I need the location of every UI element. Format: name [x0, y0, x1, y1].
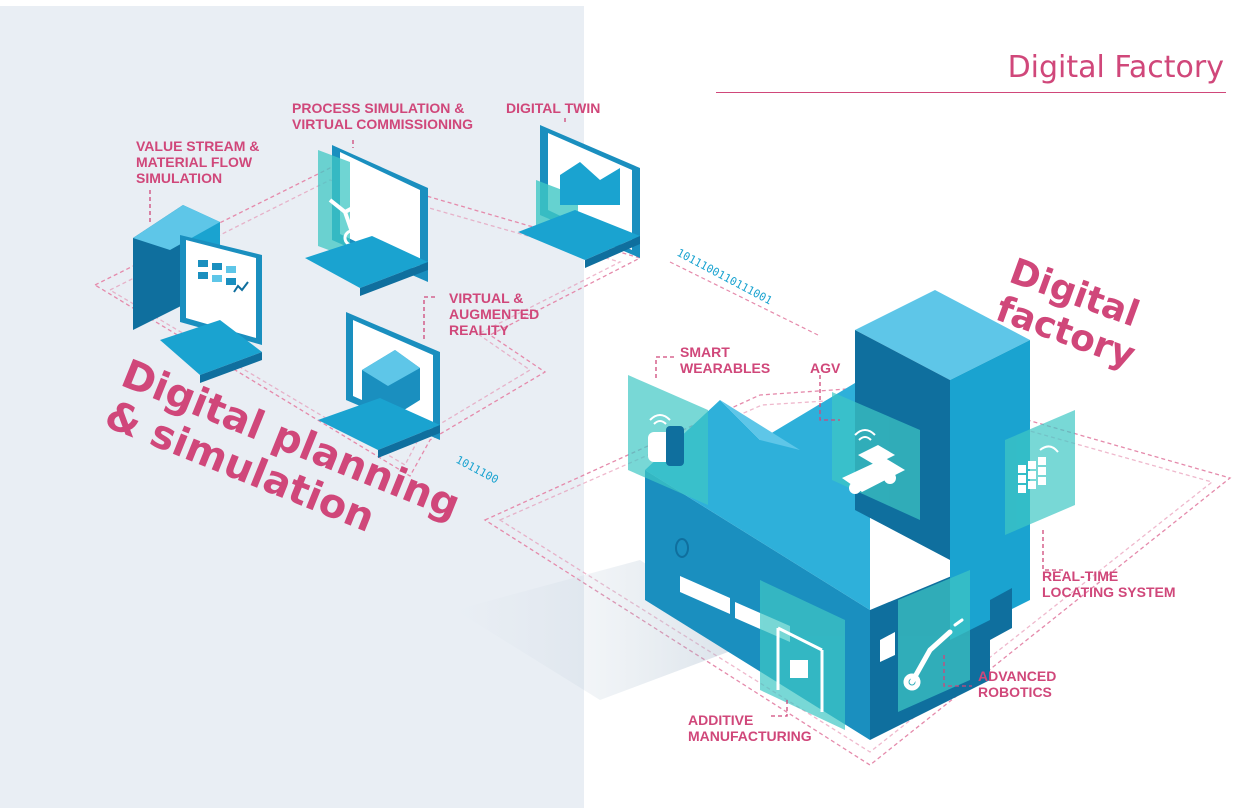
- digital-twin-computer: [518, 125, 640, 268]
- page-title: Digital Factory: [1007, 50, 1224, 85]
- vr-computer: [318, 312, 440, 458]
- rtls-icon: [1018, 445, 1059, 493]
- binary-text-top: 1011100110111001: [675, 246, 775, 307]
- callout-rtls: REAL-TIME LOCATING SYSTEM: [1042, 568, 1176, 600]
- process-simulation-computer: [305, 145, 428, 296]
- callout-agv: AGV: [810, 360, 841, 376]
- agv-icon: [842, 429, 905, 494]
- binary-stream-top: 1011100110111001: [669, 246, 821, 337]
- robot-arm-icon: [903, 618, 964, 691]
- callout-process-simulation: PROCESS SIMULATION & VIRTUAL COMMISSIONI…: [292, 100, 473, 132]
- callout-value-stream: VALUE STREAM & MATERIAL FLOW SIMULATION: [136, 138, 260, 186]
- callout-lines: [149, 118, 1065, 717]
- callout-digital-twin: DIGITAL TWIN: [506, 100, 601, 116]
- callout-advanced-robotics: ADVANCED ROBOTICS: [978, 668, 1057, 700]
- callout-smart-wearables: SMART WEARABLES: [680, 344, 771, 376]
- planning-panel: [0, 6, 584, 808]
- printer-3d-icon: [776, 626, 824, 712]
- callout-additive-manufacturing: ADDITIVE MANUFACTURING: [688, 712, 812, 744]
- smart-watch-icon: [648, 414, 684, 466]
- callout-virtual-reality: VIRTUAL & AUGMENTED REALITY: [449, 290, 540, 338]
- title-rule: [716, 92, 1226, 93]
- value-stream-computer: [133, 205, 262, 383]
